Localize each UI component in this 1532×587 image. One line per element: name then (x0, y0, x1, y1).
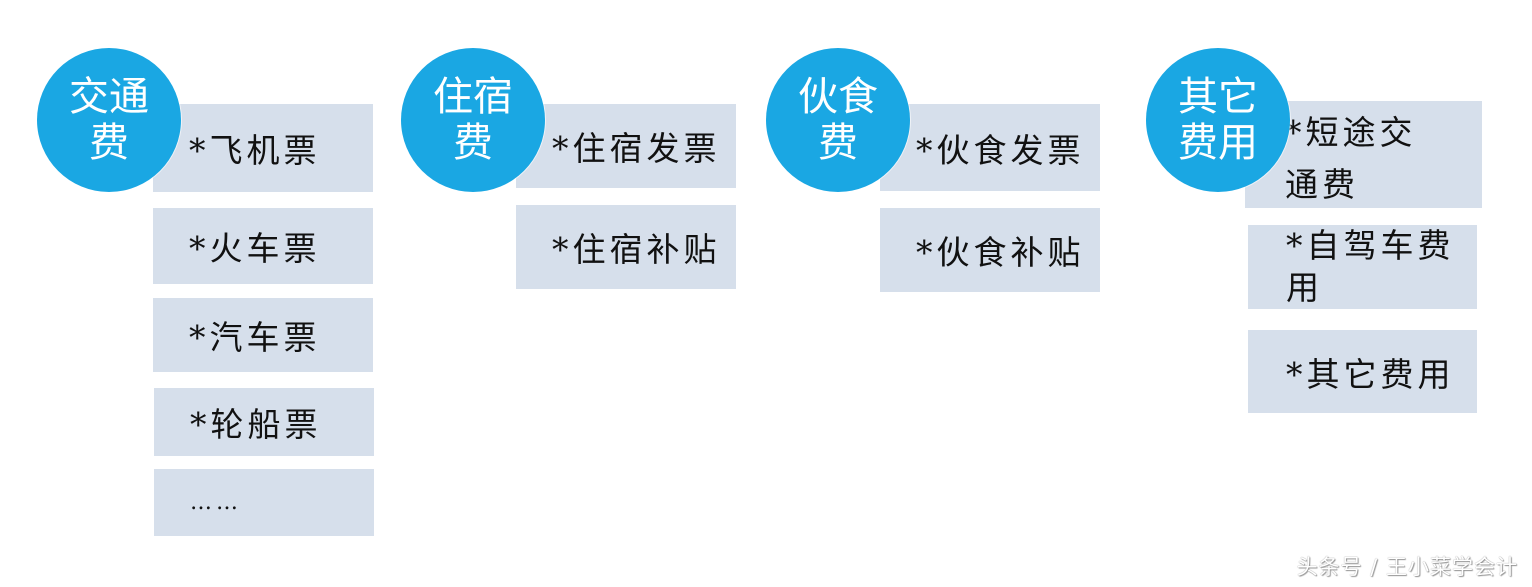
item-box: *其它费用 (1248, 330, 1477, 413)
item-box: *汽车票 (153, 298, 373, 372)
item-label: *轮船票 (190, 405, 322, 444)
item-box: *住宿补贴 (516, 205, 736, 289)
category-title: 交通费 (69, 74, 149, 166)
item-label: *汽车票 (189, 318, 321, 357)
item-label: *住宿发票 (552, 129, 721, 168)
item-box: *伙食补贴 (880, 208, 1100, 292)
category-circle-other: 其它费用 (1146, 48, 1290, 192)
category-title: 伙食费 (798, 74, 878, 166)
item-label: *伙食发票 (916, 130, 1085, 170)
item-box: *火车票 (153, 208, 373, 284)
item-label: *火车票 (189, 229, 321, 268)
category-circle-meals: 伙食费 (766, 48, 910, 192)
category-title: 住宿费 (433, 74, 513, 166)
item-label: *自驾车费用 (1286, 226, 1455, 307)
category-title: 其它费用 (1178, 74, 1258, 166)
item-label: *飞机票 (189, 131, 321, 170)
item-label: …… (190, 490, 242, 515)
item-box: *轮船票 (154, 388, 374, 456)
item-box: *住宿发票 (516, 104, 736, 188)
item-box: *飞机票 (153, 104, 373, 192)
category-circle-transport: 交通费 (37, 48, 181, 192)
item-box: *自驾车费用 (1248, 225, 1477, 309)
category-circle-lodging: 住宿费 (401, 48, 545, 192)
item-box: *伙食发票 (880, 104, 1100, 191)
item-label: *其它费用 (1286, 354, 1455, 394)
item-label: *住宿补贴 (552, 230, 721, 269)
item-label: *短途交通费 (1285, 113, 1417, 204)
item-box: *短途交通费 (1245, 101, 1482, 208)
watermark: 头条号 / 王小菜学会计 (1296, 555, 1518, 579)
item-box-ellipsis: …… (154, 469, 374, 536)
item-label: *伙食补贴 (916, 233, 1085, 272)
